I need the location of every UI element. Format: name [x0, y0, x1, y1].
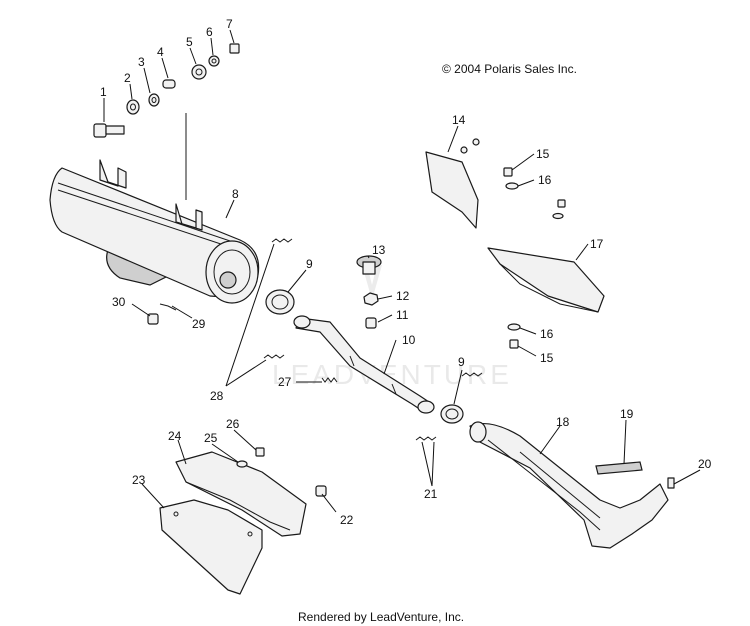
- part-bolt-22[interactable]: [315, 485, 327, 497]
- callout-24: 24: [168, 429, 182, 443]
- part-heat-shield-23[interactable]: [159, 499, 263, 595]
- part-gasket-9-left[interactable]: [265, 289, 295, 315]
- part-bolt-26[interactable]: [255, 447, 265, 457]
- part-bolt-30[interactable]: [147, 313, 159, 325]
- part-nut-2[interactable]: [126, 99, 140, 115]
- part-spring-28-lower[interactable]: [263, 354, 285, 359]
- part-washer-25[interactable]: [236, 460, 248, 468]
- part-bolt-1[interactable]: [93, 123, 125, 138]
- part-bolt-15-lower[interactable]: [509, 339, 519, 349]
- part-spring-21-upper[interactable]: [461, 372, 483, 377]
- part-bolt-20[interactable]: [667, 477, 675, 489]
- callout-13: 13: [372, 243, 386, 257]
- callout-23: 23: [132, 473, 146, 487]
- part-muffler-8[interactable]: [49, 159, 260, 304]
- callout-25: 25: [204, 431, 218, 445]
- callout-21: 21: [424, 487, 438, 501]
- part-gasket-19[interactable]: [595, 461, 643, 475]
- callout-10: 10: [402, 333, 416, 347]
- callout-4: 4: [157, 45, 164, 59]
- part-spring-21-lower[interactable]: [415, 436, 437, 441]
- callout-7: 7: [226, 17, 233, 31]
- callout-9-left: 9: [306, 257, 313, 271]
- part-spacer-4[interactable]: [162, 79, 176, 89]
- callout-16-upper: 16: [538, 173, 552, 187]
- leader-lines: [103, 29, 701, 513]
- callout-3: 3: [138, 55, 145, 69]
- part-bolt-11[interactable]: [365, 317, 377, 329]
- callout-11: 11: [396, 308, 409, 322]
- callout-1: 1: [100, 85, 107, 99]
- part-heat-shield-14[interactable]: [425, 138, 480, 229]
- part-heat-shield-24[interactable]: [175, 451, 307, 537]
- part-grommet-13[interactable]: [356, 255, 382, 275]
- part-clip-29[interactable]: [159, 303, 177, 311]
- part-bolt-extra[interactable]: [552, 199, 566, 220]
- callout-22: 22: [340, 513, 354, 527]
- callout-30: 30: [112, 295, 126, 309]
- part-shield-17[interactable]: [487, 247, 605, 313]
- callout-27: 27: [278, 375, 292, 389]
- part-washer-6[interactable]: [208, 55, 220, 67]
- callout-5: 5: [186, 35, 193, 49]
- callout-18: 18: [556, 415, 570, 429]
- part-bolt-15-upper[interactable]: [503, 167, 513, 177]
- part-mid-pipe-10[interactable]: [293, 315, 435, 414]
- part-grommet-5[interactable]: [191, 64, 207, 80]
- part-spring-28-upper[interactable]: [271, 238, 293, 243]
- part-gasket-9-right[interactable]: [440, 404, 464, 424]
- part-washer-16-upper[interactable]: [505, 182, 519, 190]
- callout-16-lower: 16: [540, 327, 554, 341]
- callout-12: 12: [396, 289, 410, 303]
- part-header-pipe-18[interactable]: [469, 421, 669, 549]
- callout-19: 19: [620, 407, 634, 421]
- callout-28: 28: [210, 389, 224, 403]
- callout-29: 29: [192, 317, 206, 331]
- part-washer-3[interactable]: [148, 93, 160, 107]
- footer-text: Rendered by LeadVenture, Inc.: [298, 610, 464, 624]
- callout-20: 20: [698, 457, 712, 471]
- callout-2: 2: [124, 71, 131, 85]
- callout-14: 14: [452, 113, 466, 127]
- part-nut-7[interactable]: [229, 43, 240, 54]
- callout-17: 17: [590, 237, 604, 251]
- callout-26: 26: [226, 417, 240, 431]
- copyright-text: © 2004 Polaris Sales Inc.: [442, 62, 577, 76]
- callout-8: 8: [232, 187, 239, 201]
- callout-15-lower: 15: [540, 351, 554, 365]
- part-nut-12[interactable]: [363, 292, 379, 306]
- callout-15-upper: 15: [536, 147, 550, 161]
- part-washer-16-lower[interactable]: [507, 323, 521, 331]
- callouts: 1 2 3 4 5 6 7 8 9 10 11 12 13 14 15 16 1…: [100, 17, 712, 527]
- callout-9-right: 9: [458, 355, 465, 369]
- callout-6: 6: [206, 25, 213, 39]
- part-spring-27[interactable]: [321, 377, 338, 383]
